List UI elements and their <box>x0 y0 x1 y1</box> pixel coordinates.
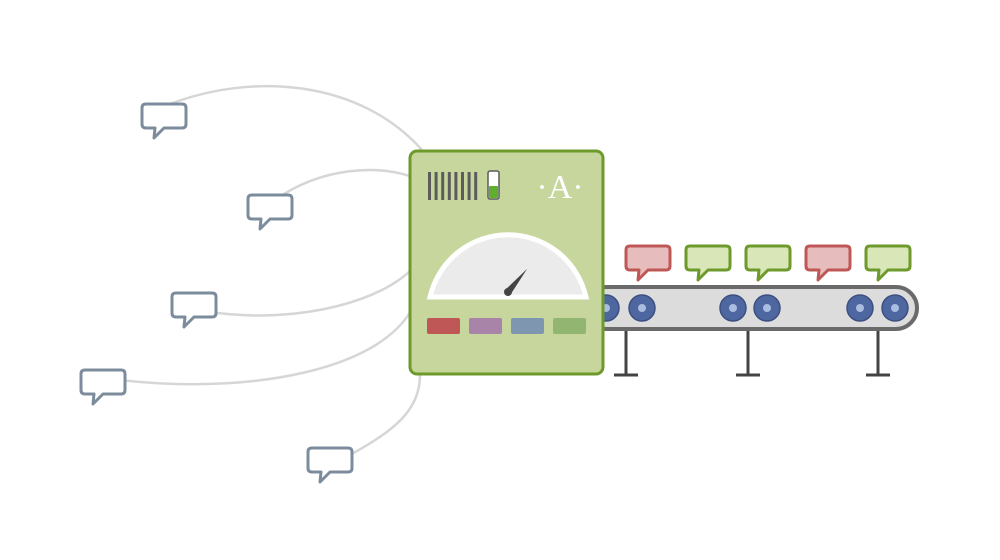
output-comments <box>624 244 912 282</box>
roller-hub <box>763 304 771 312</box>
roller-hub <box>638 304 646 312</box>
connector-line <box>159 84 423 151</box>
connector-line <box>209 261 420 317</box>
roller-hub <box>891 304 899 312</box>
comment-bubble-icon <box>140 102 188 140</box>
incoming-comments <box>79 102 354 484</box>
gauge-dial <box>426 232 590 300</box>
negative-comment-bubble-icon <box>624 244 672 282</box>
negative-comment-bubble-icon <box>804 244 852 282</box>
blue-button[interactable] <box>511 318 544 334</box>
comment-bubble-icon <box>306 446 354 484</box>
connector-line <box>274 168 421 202</box>
comment-bubble-icon <box>170 291 218 329</box>
conveyor-belt <box>583 285 919 377</box>
vent-slot <box>441 172 445 200</box>
vent-slot <box>434 172 438 200</box>
vent-slot <box>454 172 458 200</box>
needle-pointer <box>505 268 528 295</box>
comment-bubble-icon <box>246 193 294 231</box>
machine-buttons <box>427 318 586 334</box>
vent-slot <box>447 172 451 200</box>
comment-bubble-icon <box>79 368 127 406</box>
machine-logo: ·A· <box>536 169 583 206</box>
positive-comment-bubble-icon <box>864 244 912 282</box>
roller-hub <box>856 304 864 312</box>
toggle-switch-knob <box>489 186 498 198</box>
roller-hub <box>729 304 737 312</box>
connector-line <box>349 374 422 457</box>
green-button[interactable] <box>553 318 586 334</box>
gauge-needle <box>504 268 528 296</box>
vent-slot <box>461 172 464 200</box>
connector-lines <box>119 84 423 457</box>
vent-slot <box>467 172 471 200</box>
connector-line <box>119 299 418 386</box>
vent-slot <box>428 172 431 200</box>
red-button[interactable] <box>427 318 460 334</box>
analysis-machine: ·A· <box>408 149 605 376</box>
vent-slot <box>474 172 478 200</box>
positive-comment-bubble-icon <box>744 244 792 282</box>
needle-hub <box>504 288 512 296</box>
positive-comment-bubble-icon <box>684 244 732 282</box>
purple-button[interactable] <box>469 318 502 334</box>
machine-vents <box>428 172 478 200</box>
